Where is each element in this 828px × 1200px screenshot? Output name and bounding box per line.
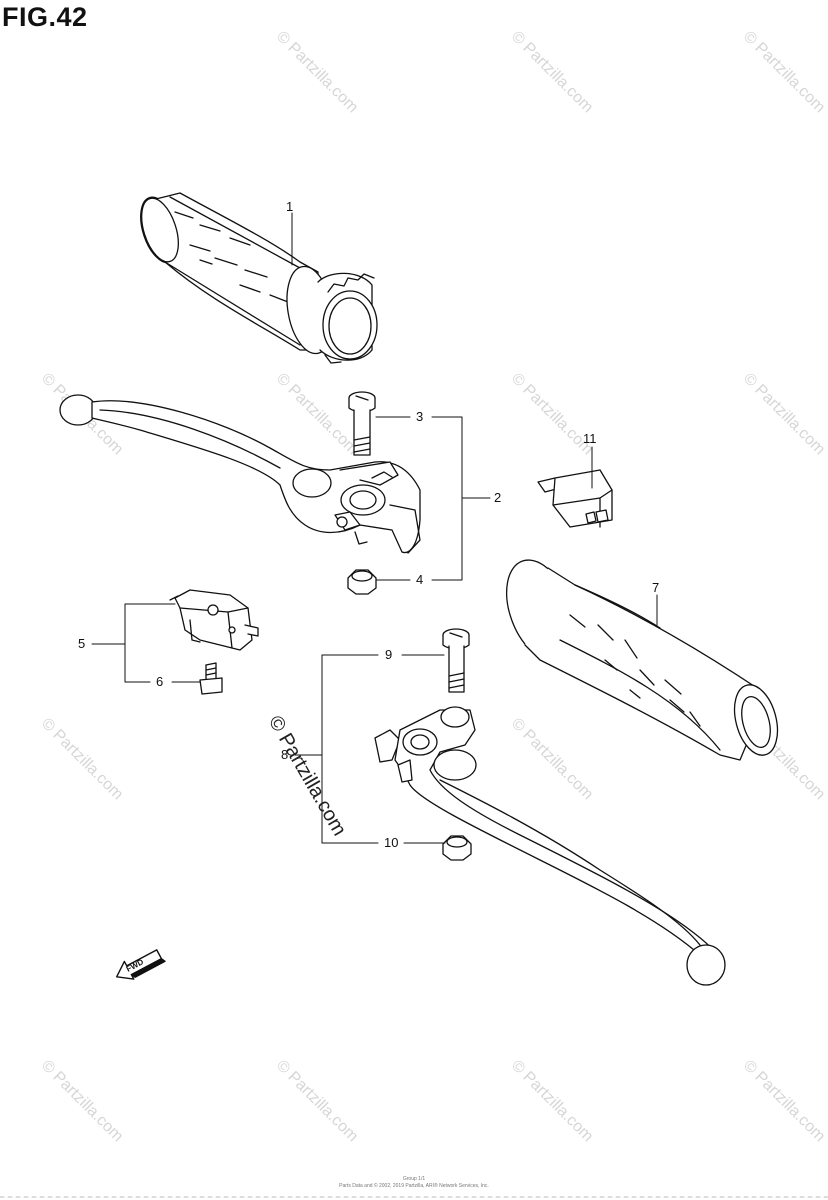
part-10-nut bbox=[442, 835, 472, 861]
part-7-left-grip bbox=[506, 559, 779, 761]
part-6-screw bbox=[199, 662, 223, 695]
part-1-throttle-grip bbox=[140, 192, 378, 364]
footer-copyright: Parts Data and © 2002, 2019 Partzilla, A… bbox=[339, 1183, 489, 1189]
callout-5: 5 bbox=[78, 636, 86, 651]
part-4-nut bbox=[347, 569, 377, 595]
callout-3: 3 bbox=[416, 409, 424, 424]
callout-9: 9 bbox=[385, 647, 393, 662]
leader-lines bbox=[91, 212, 658, 844]
part-11-brake-switch bbox=[537, 469, 613, 528]
callout-11: 11 bbox=[583, 431, 597, 446]
part-2-brake-lever bbox=[59, 394, 421, 554]
callout-1: 1 bbox=[286, 199, 294, 214]
part-8-clutch-lever bbox=[374, 706, 726, 986]
part-3-pivot-bolt bbox=[348, 391, 376, 456]
figure-title: FIG.42 bbox=[2, 2, 88, 32]
callout-4: 4 bbox=[416, 572, 424, 587]
part-5-clutch-switch bbox=[169, 589, 259, 651]
callout-2: 2 bbox=[494, 490, 502, 505]
footer-group: Group 1/1 bbox=[402, 1176, 426, 1182]
callout-8: 8 bbox=[281, 747, 289, 762]
callout-6: 6 bbox=[156, 674, 164, 689]
callout-10: 10 bbox=[384, 835, 399, 850]
forward-arrow-icon bbox=[115, 949, 166, 980]
part-9-pivot-bolt bbox=[442, 628, 470, 693]
callout-7: 7 bbox=[652, 580, 660, 595]
